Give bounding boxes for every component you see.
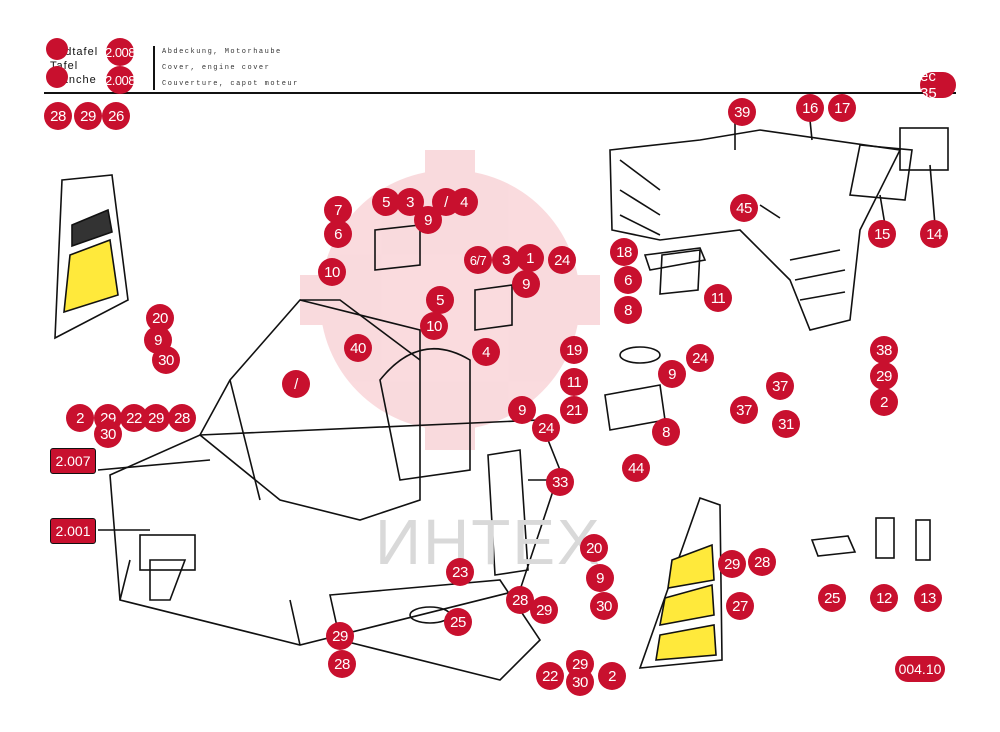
- callout-part-39[interactable]: 39: [728, 98, 756, 126]
- callout-part-27[interactable]: 27: [726, 592, 754, 620]
- callout-part-25[interactable]: 25: [818, 584, 846, 612]
- callout-part-29[interactable]: 29: [142, 404, 170, 432]
- callout-part-2[interactable]: 2: [66, 404, 94, 432]
- callout-part-2[interactable]: 2: [598, 662, 626, 690]
- callout-part-37[interactable]: 37: [766, 372, 794, 400]
- header-rule: [44, 92, 956, 94]
- callout-part-8[interactable]: 8: [614, 296, 642, 324]
- callout-part-18[interactable]: 18: [610, 238, 638, 266]
- header-ref-3[interactable]: 2.008: [105, 66, 136, 94]
- callout-part-16[interactable]: 16: [796, 94, 824, 122]
- callout-part-28[interactable]: 28: [506, 586, 534, 614]
- callout-part-12[interactable]: 12: [870, 584, 898, 612]
- callout-part-9[interactable]: 9: [512, 270, 540, 298]
- callout-part-14[interactable]: 14: [920, 220, 948, 248]
- callout-part-29[interactable]: 29: [566, 650, 594, 678]
- title-de: Abdeckung, Motorhaube: [162, 48, 282, 56]
- callout-part-11[interactable]: 11: [560, 368, 588, 396]
- callout-part-9[interactable]: 9: [586, 564, 614, 592]
- callout-part-6-7[interactable]: 6/7: [464, 246, 492, 274]
- callout-part-11[interactable]: 11: [704, 284, 732, 312]
- callout-part-9[interactable]: 9: [414, 206, 442, 234]
- callout-part-7[interactable]: 7: [324, 196, 352, 224]
- callout-part-28[interactable]: 28: [748, 548, 776, 576]
- callout-part-40[interactable]: 40: [344, 334, 372, 362]
- callout-part-28[interactable]: 28: [168, 404, 196, 432]
- callout-part-28[interactable]: 28: [328, 650, 356, 678]
- callout-part-30[interactable]: 30: [152, 346, 180, 374]
- callout-part-19[interactable]: 19: [560, 336, 588, 364]
- callout-part-17[interactable]: 17: [828, 94, 856, 122]
- callout-part-30[interactable]: 30: [94, 420, 122, 448]
- callout-part-29[interactable]: 29: [74, 102, 102, 130]
- callout-part-31[interactable]: 31: [772, 410, 800, 438]
- callout-part-45[interactable]: 45: [730, 194, 758, 222]
- callout-part-24[interactable]: 24: [548, 246, 576, 274]
- header-dot-1: [46, 38, 68, 60]
- callout-part-10[interactable]: 10: [420, 312, 448, 340]
- callout-part-25[interactable]: 25: [444, 608, 472, 636]
- callout-part-4[interactable]: 4: [472, 338, 500, 366]
- title-fr: Couverture, capot moteur: [162, 80, 299, 88]
- callout-part-37[interactable]: 37: [730, 396, 758, 424]
- callout-part-6[interactable]: 6: [324, 220, 352, 248]
- callout-part-24[interactable]: 24: [532, 414, 560, 442]
- callout-part-26[interactable]: 26: [102, 102, 130, 130]
- callout-part-20[interactable]: 20: [580, 534, 608, 562]
- page-number: 004.10: [895, 656, 945, 682]
- callout-part-29[interactable]: 29: [718, 550, 746, 578]
- header-dot-3: [46, 66, 68, 88]
- callout-part-21[interactable]: 21: [560, 396, 588, 424]
- callout-part-4[interactable]: 4: [450, 188, 478, 216]
- callout-part-30[interactable]: 30: [590, 592, 618, 620]
- callout-part-9[interactable]: 9: [508, 396, 536, 424]
- callout-part-13[interactable]: 13: [914, 584, 942, 612]
- ref-box-2007[interactable]: 2.007: [50, 448, 96, 474]
- callout-part--[interactable]: /: [282, 370, 310, 398]
- callout-part-15[interactable]: 15: [868, 220, 896, 248]
- ref-box-2001[interactable]: 2.001: [50, 518, 96, 544]
- callout-part-5[interactable]: 5: [372, 188, 400, 216]
- callout-part-33[interactable]: 33: [546, 468, 574, 496]
- callout-part-1[interactable]: 1: [516, 244, 544, 272]
- callout-part-9[interactable]: 9: [658, 360, 686, 388]
- header-divider: [153, 46, 155, 90]
- callout-part-22[interactable]: 22: [536, 662, 564, 690]
- watermark-text: ИНТЕХ: [375, 506, 602, 578]
- callout-part-28[interactable]: 28: [44, 102, 72, 130]
- callout-part-44[interactable]: 44: [622, 454, 650, 482]
- callout-part-3[interactable]: 3: [492, 246, 520, 274]
- callout-part-5[interactable]: 5: [426, 286, 454, 314]
- title-en: Cover, engine cover: [162, 64, 271, 72]
- callout-part-8[interactable]: 8: [652, 418, 680, 446]
- callout-part-2[interactable]: 2: [870, 388, 898, 416]
- callout-part-29[interactable]: 29: [326, 622, 354, 650]
- callout-part-6[interactable]: 6: [614, 266, 642, 294]
- header-ref-1[interactable]: 2.008: [105, 38, 136, 66]
- callout-part-24[interactable]: 24: [686, 344, 714, 372]
- callout-part-29[interactable]: 29: [530, 596, 558, 624]
- callout-part-29[interactable]: 29: [870, 362, 898, 390]
- callout-part-38[interactable]: 38: [870, 336, 898, 364]
- callout-part-23[interactable]: 23: [446, 558, 474, 586]
- callout-part-10[interactable]: 10: [318, 258, 346, 286]
